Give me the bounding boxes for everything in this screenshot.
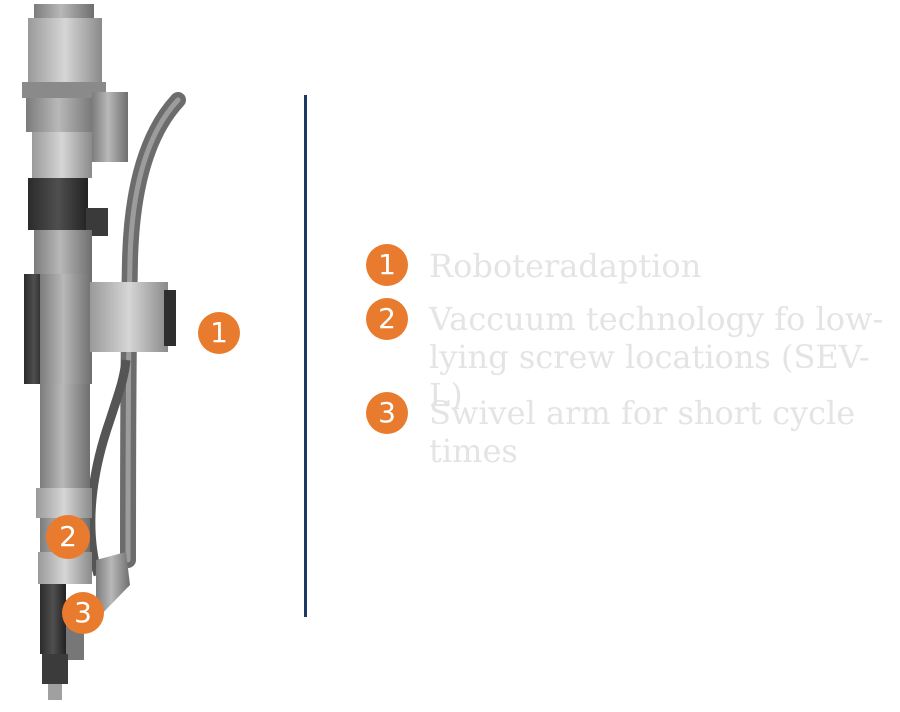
feature-text-1: Roboteradaption [429,247,702,285]
feature-badge-2: 2 [366,298,408,340]
screwdriving-robot-tool-image [22,4,186,700]
callout-badge-2: 2 [46,515,90,559]
feature-badge-1: 1 [366,244,408,286]
callout-badge-3: 3 [62,592,104,634]
callout-badge-1: 1 [198,312,240,354]
vertical-divider [304,95,307,617]
feature-badge-3: 3 [366,392,408,434]
feature-text-2: Vaccuum technology fo low-lying screw lo… [429,300,884,414]
feature-text-3: Swivel arm for short cycle times [429,394,856,470]
